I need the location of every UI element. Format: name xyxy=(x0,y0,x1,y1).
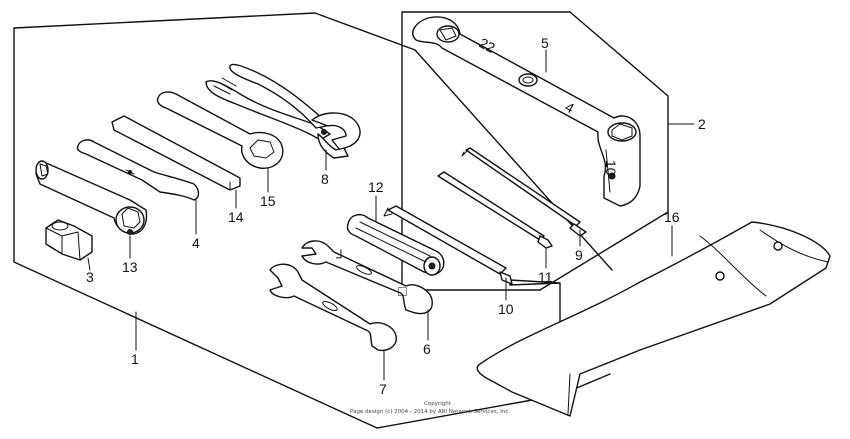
callout-6: 6 xyxy=(423,341,431,357)
flat-wrench xyxy=(111,115,241,191)
callout-1: 1 xyxy=(131,351,139,367)
open-end-wrench-small xyxy=(269,263,397,352)
screwdriver-blade xyxy=(461,147,587,237)
callout-11: 11 xyxy=(538,269,553,285)
callout-10: 10 xyxy=(498,301,514,317)
tool-bag xyxy=(476,221,831,417)
wrench-size-marking-22: 22 xyxy=(477,35,498,57)
callout-5: 5 xyxy=(541,35,549,51)
copyright-notice: Page design (c) 2004 - 2014 by ARI Netwo… xyxy=(350,409,510,415)
callout-7: 7 xyxy=(379,381,387,397)
copyright-title: Copyright xyxy=(424,401,452,407)
socket xyxy=(45,219,93,261)
leader-lines xyxy=(87,49,695,381)
wrench-size-marking-10: 10 xyxy=(603,160,619,176)
open-end-wrench-large: ┘ □ xyxy=(301,240,433,315)
box-wrench: 22 4 10 xyxy=(412,16,641,207)
callout-3: 3 xyxy=(86,269,94,285)
svg-text:┘: ┘ xyxy=(335,249,346,265)
callout-8: 8 xyxy=(321,171,329,187)
callout-4: 4 xyxy=(192,235,200,251)
callout-14: 14 xyxy=(228,209,244,225)
plug-wrench xyxy=(35,160,148,235)
screwdriver xyxy=(437,171,553,249)
pin-spanner xyxy=(76,139,200,201)
phillips-screwdriver xyxy=(383,205,513,285)
svg-text:□: □ xyxy=(398,283,407,299)
callout-16: 16 xyxy=(664,209,680,225)
callout-9: 9 xyxy=(575,247,583,263)
ring-spanner xyxy=(156,91,284,169)
callout-15: 15 xyxy=(260,193,276,209)
pliers xyxy=(205,63,361,159)
callout-13: 13 xyxy=(122,259,138,275)
screwdriver-handle xyxy=(346,213,445,276)
callout-2: 2 xyxy=(698,116,706,132)
callout-12: 12 xyxy=(368,179,384,195)
